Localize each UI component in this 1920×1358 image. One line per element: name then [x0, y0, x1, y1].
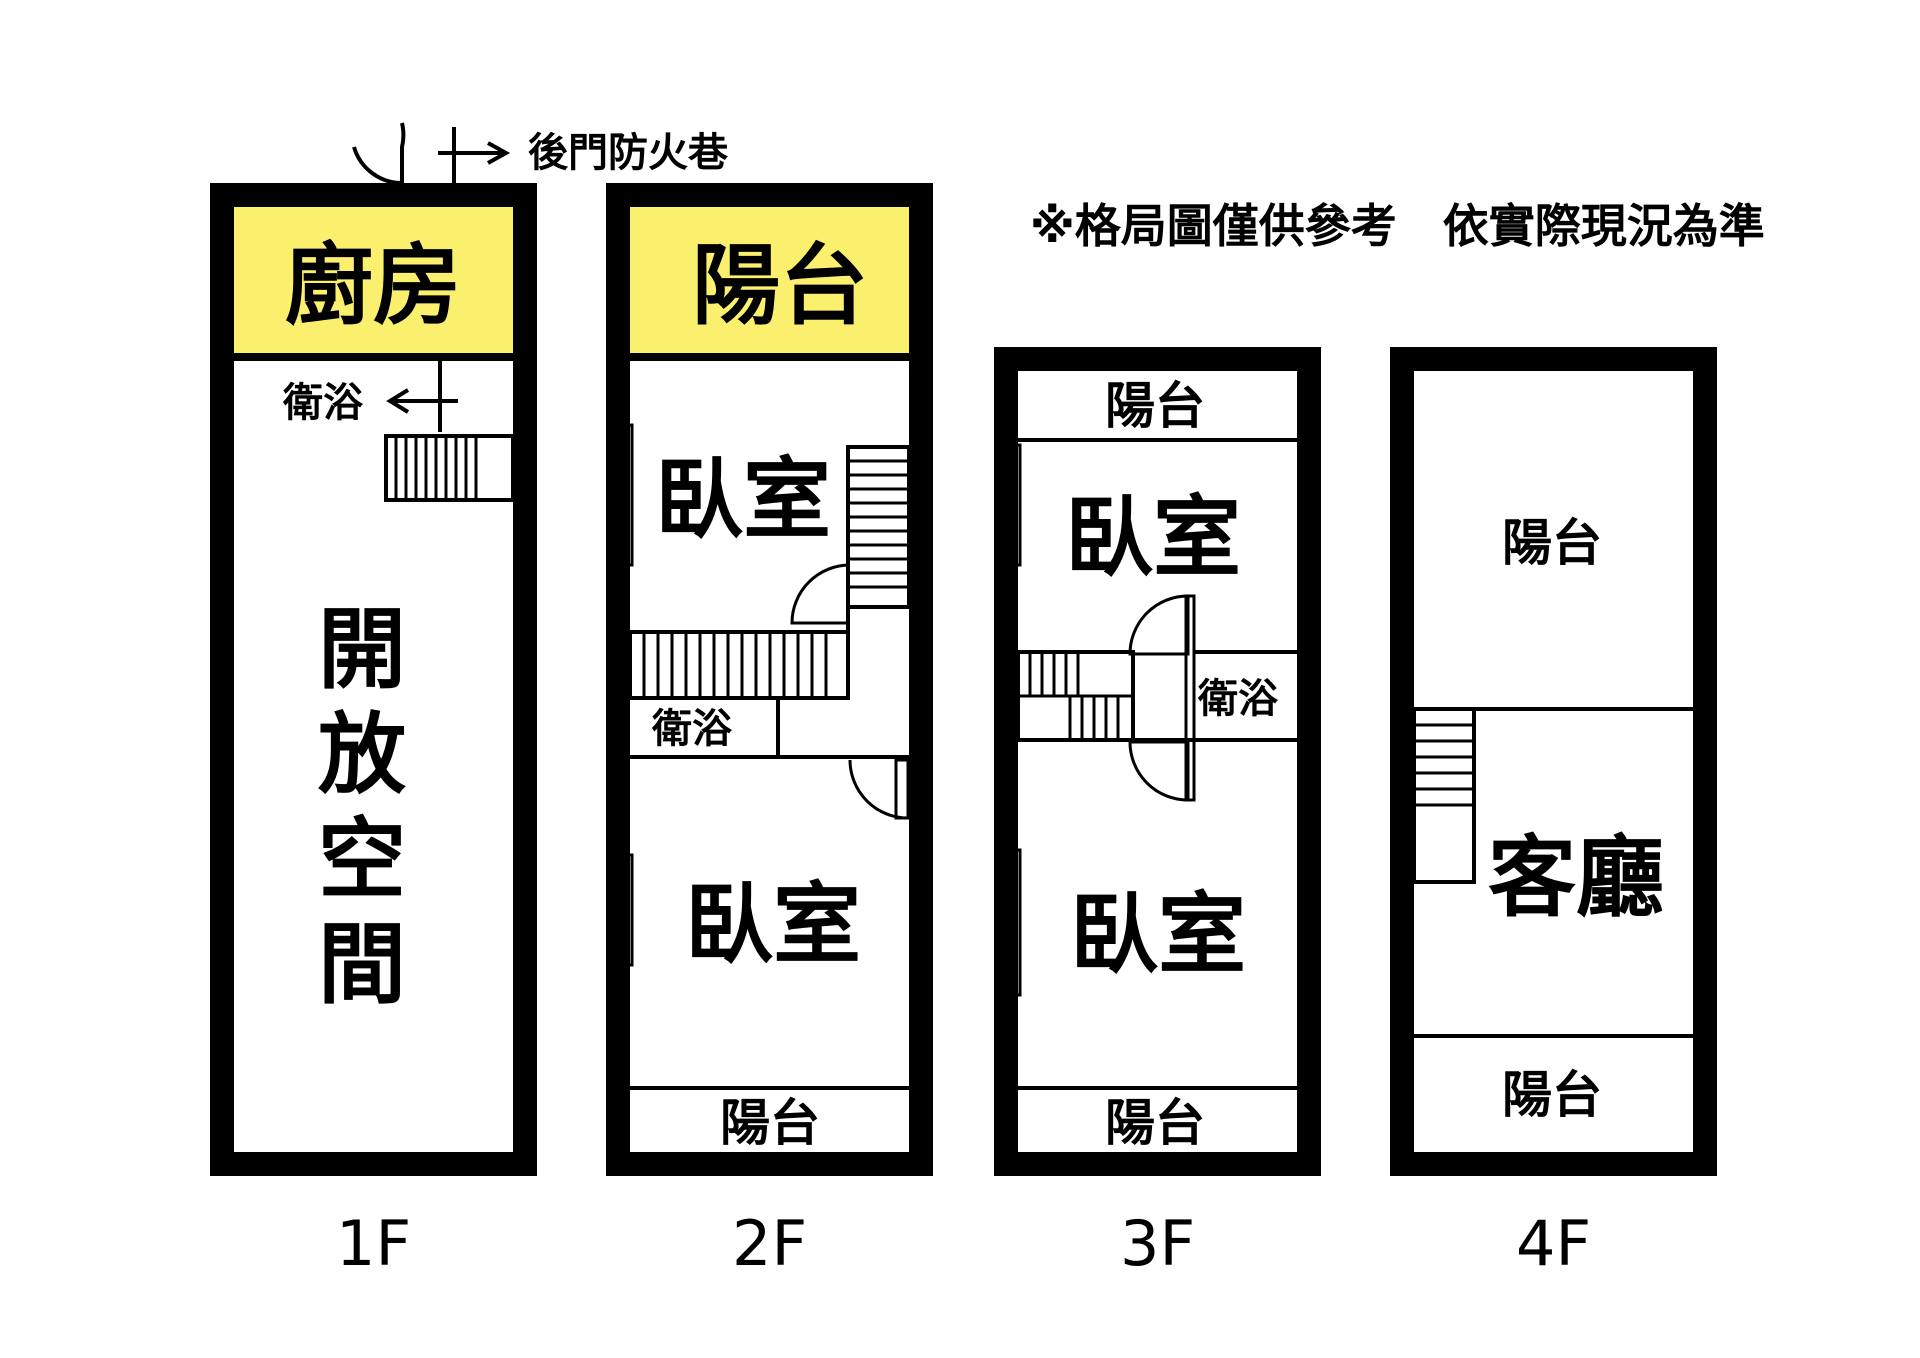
back-door-label: 後門防火巷: [528, 130, 729, 176]
floor-4f: 陽台 客廳 陽台 4F: [1390, 347, 1717, 1280]
stairs-1f: [384, 434, 515, 502]
bath-arrow-icon: [386, 388, 410, 414]
floor-label-4f: 4F: [1516, 1207, 1591, 1280]
floor-label-2f: 2F: [732, 1207, 807, 1280]
kitchen-label: 廚房: [285, 234, 461, 337]
balcony-bottom-label-2f: 陽台: [720, 1094, 820, 1152]
balcony-top-label-2f: 陽台: [692, 234, 868, 337]
living-room-label-4f: 客廳: [1488, 826, 1664, 929]
floor-2f: 陽台 臥室 衛浴 臥室 陽台 2F: [606, 183, 933, 1280]
back-door-icon: [352, 122, 511, 185]
bath-label-2f: 衛浴: [651, 706, 733, 752]
stairs-2f-mid: [628, 630, 850, 700]
open-space-label-4: 間: [318, 913, 406, 1016]
floor-label-3f: 3F: [1120, 1207, 1195, 1280]
stairs-2f-right: [846, 445, 911, 609]
door-icon-2f-1: [790, 563, 851, 625]
floor-label-1f: 1F: [336, 1207, 411, 1280]
bedroom-1-label-2f: 臥室: [655, 448, 831, 551]
bedroom-2-label-3f: 臥室: [1070, 883, 1246, 986]
bedroom-2-label-2f: 臥室: [685, 873, 861, 976]
bath-label-1f: 衛浴: [282, 380, 364, 426]
door-icon-3f-1: [1128, 594, 1190, 656]
bedroom-1-label-3f: 臥室: [1065, 486, 1241, 589]
open-space-label-2: 放: [318, 703, 406, 806]
floor-3f: 陽台 臥室 衛浴 臥室 陽台 3F: [994, 347, 1321, 1280]
disclaimer-note: ※格局圖僅供參考 依實際現況為準: [1030, 199, 1765, 253]
kitchen-area: [234, 207, 513, 357]
floor-1f: 後門防火巷 廚房 衛浴 開 放 空 間 1F: [210, 122, 729, 1280]
open-space-label-1: 開: [318, 598, 406, 701]
door-icon-3f-2: [1128, 740, 1190, 802]
balcony-bottom-label-4f: 陽台: [1502, 1066, 1602, 1124]
balcony-top-label-3f: 陽台: [1105, 377, 1205, 435]
bath-label-3f: 衛浴: [1197, 676, 1279, 722]
balcony-top-area-2f: [630, 207, 909, 357]
balcony-top-label-4f: 陽台: [1502, 514, 1602, 572]
open-space-label-3: 空: [318, 808, 406, 911]
stairs-4f: [1412, 707, 1476, 884]
balcony-bottom-label-3f: 陽台: [1105, 1094, 1205, 1152]
